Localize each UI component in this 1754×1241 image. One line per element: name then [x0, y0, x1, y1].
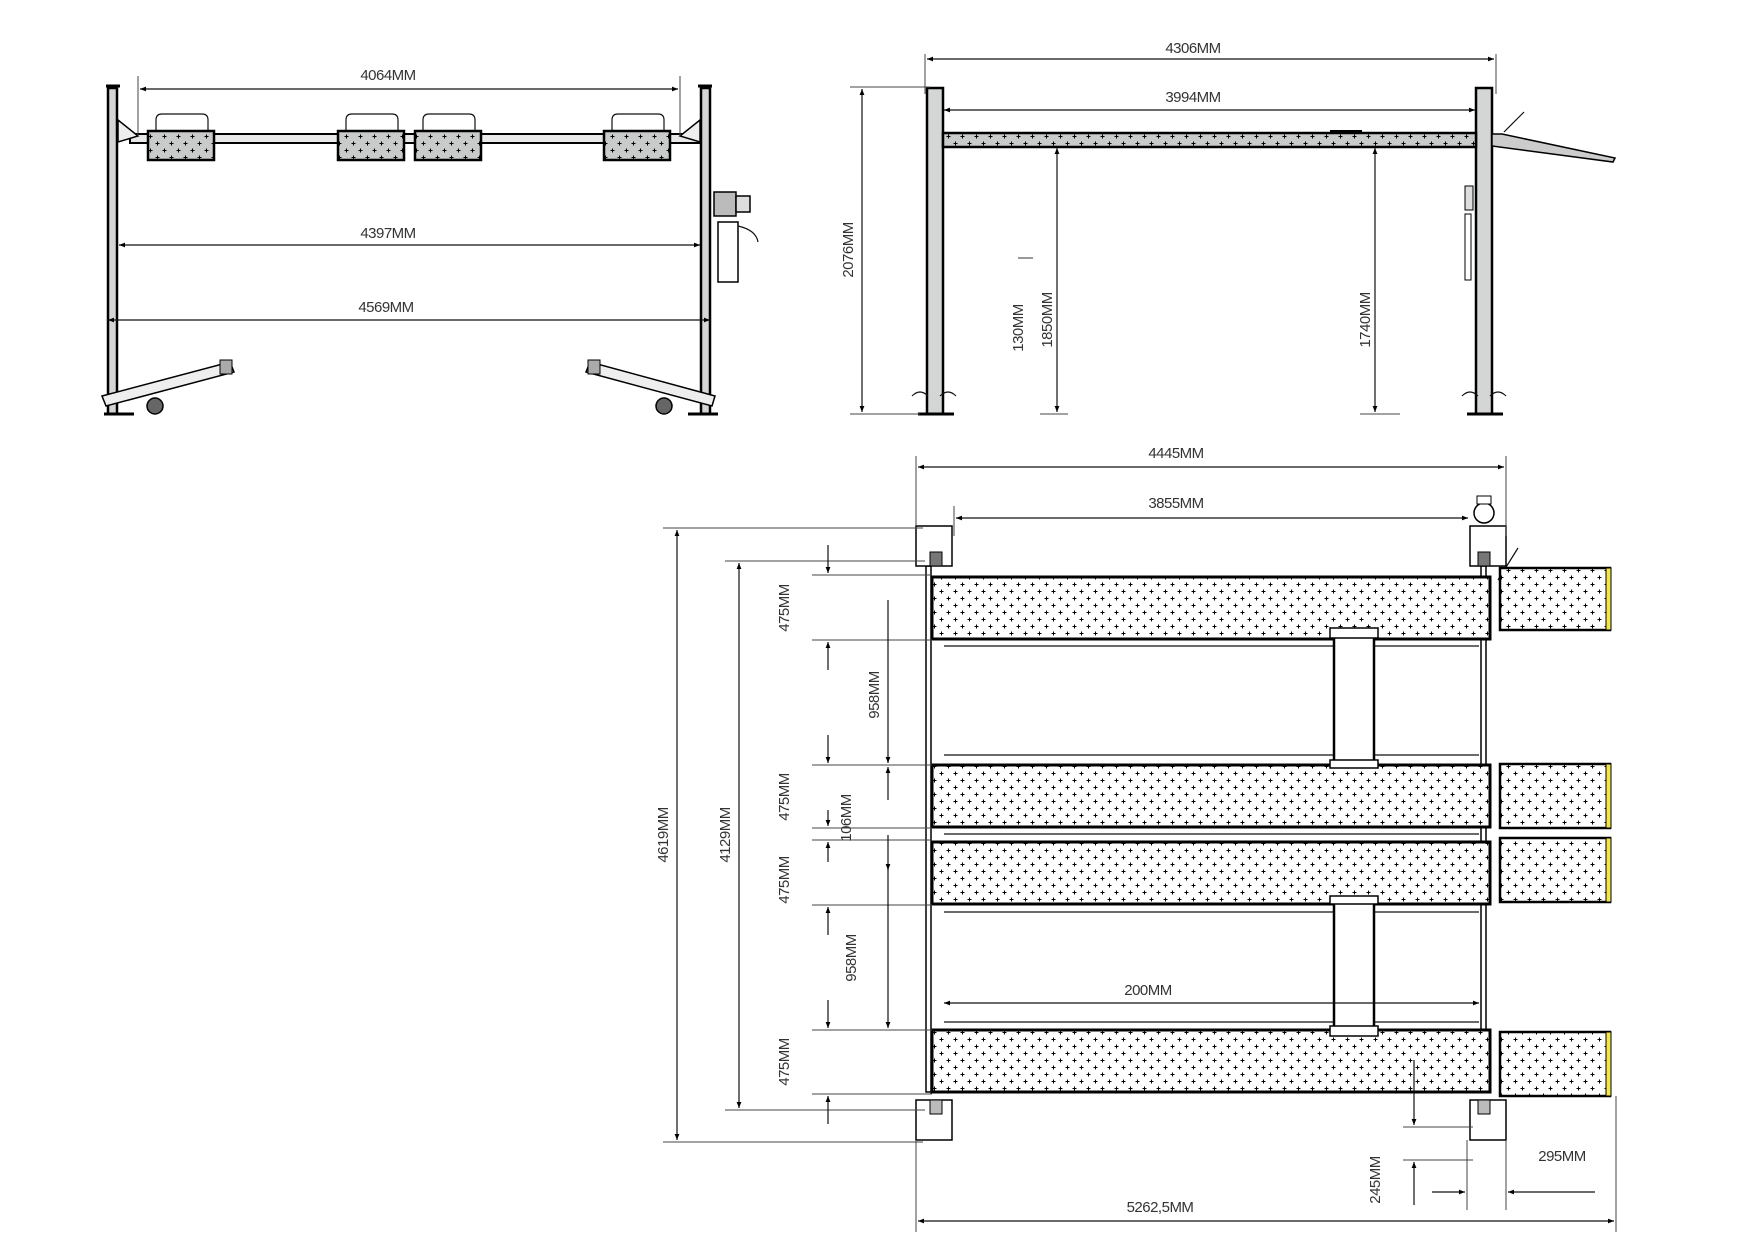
svg-text:3855MM: 3855MM	[1148, 495, 1203, 512]
dim-5262: 5262,5MM	[915, 1096, 1617, 1232]
svg-text:1850MM: 1850MM	[1039, 292, 1056, 347]
post-top-right	[1469, 495, 1519, 581]
dim-4619: 4619MM	[655, 527, 923, 1143]
front-ramp-right	[584, 359, 716, 415]
dim-295: 295MM	[1432, 1140, 1595, 1210]
svg-text:5262,5MM: 5262,5MM	[1127, 1199, 1194, 1216]
svg-text:130MM: 130MM	[1010, 304, 1027, 352]
dim-1850: 1850MM 130MM —	[1010, 148, 1068, 415]
svg-text:4129MM: 4129MM	[717, 807, 734, 862]
crossbar-upper	[1332, 634, 1376, 766]
post-top-left	[915, 525, 953, 567]
ramp-2	[1498, 762, 1612, 830]
svg-text:475MM: 475MM	[776, 773, 793, 821]
power-unit	[713, 191, 759, 283]
svg-text:4619MM: 4619MM	[655, 807, 672, 862]
svg-text:245MM: 245MM	[1367, 1156, 1384, 1204]
dim-stack-475: 475MM 475MM 475MM 475MM 106MM	[776, 545, 932, 1124]
dim-200: 200MM	[944, 982, 1479, 1006]
dim-3855: 3855MM	[953, 495, 1468, 536]
dim-245: 245MM	[1367, 1060, 1473, 1205]
svg-text:2076MM: 2076MM	[840, 222, 857, 277]
dim-1740: 1740MM	[1357, 148, 1400, 415]
dim-4129: 4129MM	[717, 560, 925, 1111]
wheel-block-2	[336, 113, 406, 162]
front-right-post	[699, 86, 712, 416]
dim-3994: 3994MM	[944, 89, 1475, 113]
ramp-1	[1498, 566, 1612, 632]
side-view: 4306MM 3994MM 2076MM 1850MM 130MM — 1740…	[840, 40, 1617, 416]
svg-text:958MM: 958MM	[843, 934, 860, 982]
svg-text:295MM: 295MM	[1538, 1148, 1586, 1165]
side-right-post	[1474, 86, 1494, 416]
svg-text:106MM: 106MM	[838, 794, 855, 842]
post-bottom-left	[915, 1099, 953, 1141]
svg-text:958MM: 958MM	[866, 671, 883, 719]
runway-1	[930, 575, 1492, 641]
ramp-4	[1498, 1030, 1612, 1098]
wheel-block-3	[413, 113, 483, 162]
wheel-block-1	[146, 113, 216, 162]
front-left-post	[106, 86, 119, 416]
side-ramp	[1491, 133, 1617, 163]
svg-text:—: —	[1018, 249, 1033, 266]
front-view: 4064MM 4397MM 4569MM	[100, 67, 759, 416]
dim-4569: 4569MM	[108, 299, 710, 323]
svg-text:475MM: 475MM	[776, 1038, 793, 1086]
svg-text:4397MM: 4397MM	[360, 225, 415, 242]
runway-3	[930, 840, 1492, 906]
dim-4397: 4397MM	[119, 225, 700, 248]
side-left-post	[925, 86, 945, 416]
runway-2	[930, 763, 1492, 829]
ramp-3	[1498, 836, 1612, 904]
svg-text:200MM: 200MM	[1124, 982, 1172, 999]
svg-text:4445MM: 4445MM	[1148, 445, 1203, 462]
post-bottom-right	[1469, 1099, 1507, 1141]
side-deck	[941, 131, 1478, 149]
crossbar-lower	[1332, 900, 1376, 1032]
dim-4064: 4064MM	[137, 67, 681, 136]
top-view: 4445MM 3855MM 4619MM 4129MM	[655, 445, 1617, 1232]
dim-2076: 2076MM	[840, 86, 930, 415]
svg-text:1740MM: 1740MM	[1357, 292, 1374, 347]
svg-text:3994MM: 3994MM	[1165, 89, 1220, 106]
front-ramp-left	[100, 359, 236, 415]
dim-4306: 4306MM	[924, 40, 1497, 94]
svg-text:475MM: 475MM	[776, 856, 793, 904]
dim-4445: 4445MM	[915, 445, 1507, 536]
dim-958: 958MM 958MM	[843, 600, 891, 1028]
svg-text:4569MM: 4569MM	[358, 299, 413, 316]
svg-text:475MM: 475MM	[776, 584, 793, 632]
runway-4	[930, 1028, 1492, 1094]
svg-text:4306MM: 4306MM	[1165, 40, 1220, 57]
svg-text:4064MM: 4064MM	[360, 67, 415, 84]
wheel-block-4	[602, 113, 672, 162]
